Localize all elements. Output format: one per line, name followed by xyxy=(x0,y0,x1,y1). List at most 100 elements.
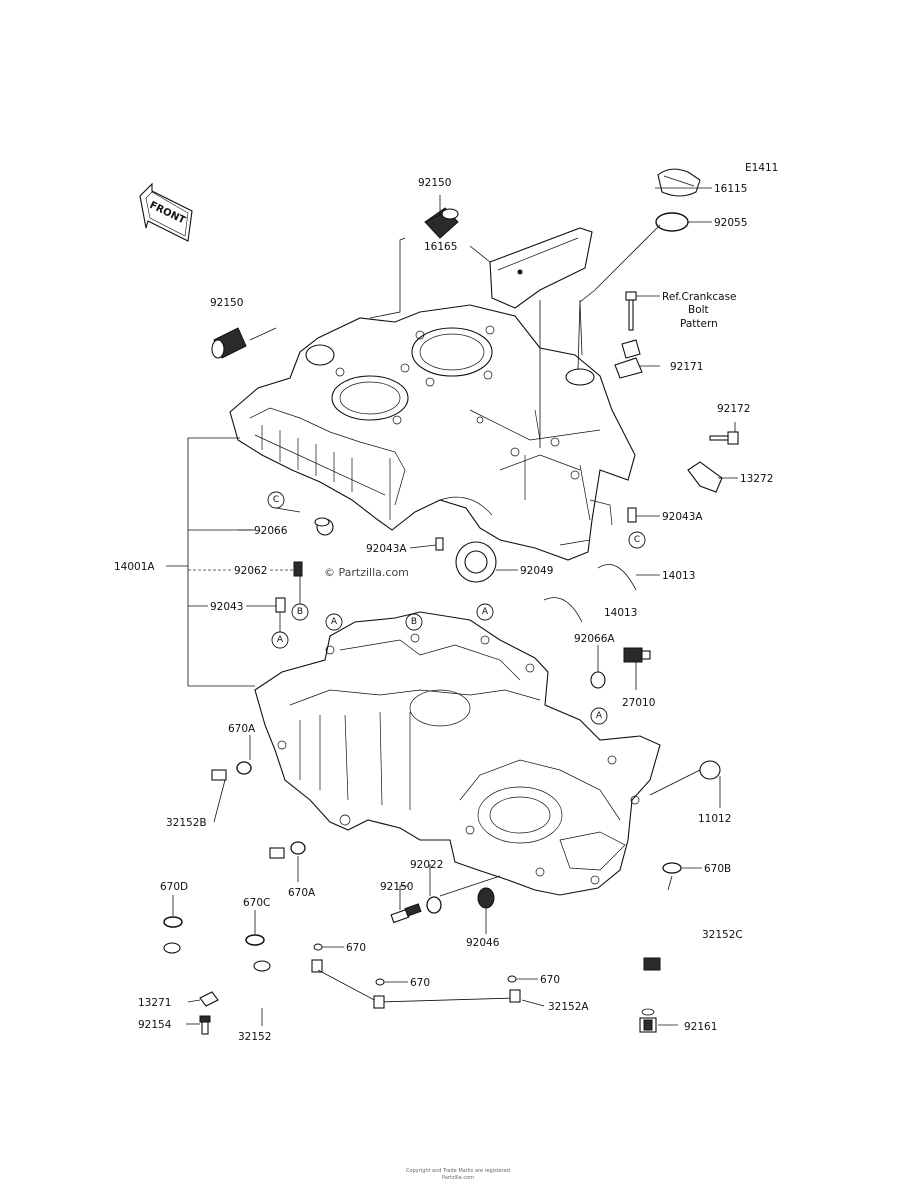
label-92043a-right: 92043A xyxy=(662,511,703,523)
plug-92066-icon xyxy=(314,517,334,536)
bolt-ref-icon xyxy=(625,291,637,331)
switch-27010-icon xyxy=(623,647,651,663)
callout-a-2: A xyxy=(476,603,494,621)
bearing-92046-icon xyxy=(477,887,495,909)
oring-670a-top-icon xyxy=(236,761,252,775)
svg-text:A: A xyxy=(277,635,284,645)
diagram-id: E1411 xyxy=(745,162,778,174)
oring-92055-icon xyxy=(655,212,689,232)
pipe-32152-icon xyxy=(163,942,271,1005)
plug-92161-icon xyxy=(639,1008,657,1033)
label-27010: 27010 xyxy=(622,697,655,709)
bolt-92172-icon xyxy=(709,431,739,445)
plug-92066a-icon xyxy=(590,671,606,689)
leader-lines xyxy=(166,187,738,1026)
washer-92022-icon xyxy=(426,896,442,914)
cap-11012-icon xyxy=(699,760,721,780)
label-670b: 670B xyxy=(704,863,731,875)
footer-line-2: Partzilla.com xyxy=(442,1175,474,1181)
label-92062: 92062 xyxy=(234,565,267,577)
callout-a-1: A xyxy=(325,613,343,631)
plate-13272-icon xyxy=(687,461,723,493)
pipe-32152a-icon xyxy=(311,959,521,1009)
label-670-a: 670 xyxy=(346,942,366,954)
label-92066: 92066 xyxy=(254,525,288,537)
watermark: © Partzilla.com xyxy=(324,566,409,579)
oring-670a-bot-icon xyxy=(290,841,306,855)
label-92154: 92154 xyxy=(138,1019,172,1031)
label-ref-crankcase: Ref.Crankcase xyxy=(662,291,737,303)
label-14001a: 14001A xyxy=(114,561,155,573)
label-92049: 92049 xyxy=(520,565,553,577)
label-14013-b: 14013 xyxy=(604,607,637,619)
label-92171: 92171 xyxy=(670,361,703,373)
callout-c-top: C xyxy=(267,491,285,509)
jet-92062-icon xyxy=(293,561,303,577)
label-670a-bot: 670A xyxy=(288,887,316,899)
label-670a-top: 670A xyxy=(228,723,256,735)
svg-text:B: B xyxy=(297,607,303,617)
label-13272: 13272 xyxy=(740,473,773,485)
lower-crankcase xyxy=(254,611,661,896)
label-13271: 13271 xyxy=(138,997,171,1009)
label-92161: 92161 xyxy=(684,1021,717,1033)
oil-seal-92049-icon xyxy=(455,541,497,583)
label-92055: 92055 xyxy=(714,217,747,229)
label-14013-a: 14013 xyxy=(662,570,695,582)
label-670-b: 670 xyxy=(410,977,430,989)
callout-b-mid: B xyxy=(405,613,423,631)
plate-16165-icon xyxy=(489,227,593,309)
svg-text:C: C xyxy=(634,535,640,545)
dowel-92043a-right-icon xyxy=(627,507,637,523)
leader-callout-c xyxy=(275,507,301,513)
oring-670-b-icon xyxy=(375,978,385,986)
breather-92150-left-icon xyxy=(211,327,247,359)
label-92046: 92046 xyxy=(466,937,500,949)
half-ring-14013-b-icon xyxy=(543,597,583,623)
callout-c-right: C xyxy=(628,531,646,549)
clamp-13271-icon xyxy=(199,991,219,1007)
label-32152c: 32152C xyxy=(702,929,743,941)
part-labels: 92150 16115 92055 16165 92150 Ref.Crankc… xyxy=(114,177,773,1043)
callout-a-left: A xyxy=(271,631,289,649)
breather-92150-top-icon xyxy=(424,207,459,239)
svg-text:C: C xyxy=(273,495,279,505)
label-32152a: 32152A xyxy=(548,1001,589,1013)
label-32152: 32152 xyxy=(238,1031,271,1043)
label-ref-pattern: Pattern xyxy=(680,318,718,330)
label-670c: 670C xyxy=(243,897,270,909)
label-92172: 92172 xyxy=(717,403,750,415)
footer-line-1: Copyright and Trade Marks are registered xyxy=(406,1168,510,1174)
label-92150-left: 92150 xyxy=(210,297,243,309)
label-92150-top: 92150 xyxy=(418,177,451,189)
upper-crankcase xyxy=(229,304,636,561)
front-arrow-icon: FRONT xyxy=(139,182,193,242)
label-92066a: 92066A xyxy=(574,633,615,645)
label-16115: 16115 xyxy=(714,183,747,195)
label-92043a-mid: 92043A xyxy=(366,543,407,555)
label-92150-bottom: 92150 xyxy=(380,881,413,893)
label-670-c: 670 xyxy=(540,974,560,986)
label-11012: 11012 xyxy=(698,813,731,825)
svg-text:A: A xyxy=(331,617,338,627)
oring-670c-icon xyxy=(245,934,265,946)
svg-text:A: A xyxy=(596,711,603,721)
label-670d: 670D xyxy=(160,881,188,893)
half-ring-14013-a-icon xyxy=(597,564,637,591)
clamp-92171-icon xyxy=(614,339,643,379)
oring-670b-icon xyxy=(662,862,682,874)
label-92022: 92022 xyxy=(410,859,443,871)
bolt-92154-icon xyxy=(199,1015,211,1035)
svg-text:A: A xyxy=(482,607,489,617)
svg-text:B: B xyxy=(411,617,417,627)
label-16165: 16165 xyxy=(424,241,457,253)
callout-a-3: A xyxy=(590,707,608,725)
pipe-32152c-icon xyxy=(643,892,671,971)
pipe-32152b-icon xyxy=(211,769,285,859)
oil-filler-cap-icon xyxy=(657,168,701,197)
label-32152b: 32152B xyxy=(166,817,207,829)
oring-670-a-icon xyxy=(313,943,323,951)
dowel-92043a-mid-icon xyxy=(435,537,444,551)
label-92043: 92043 xyxy=(210,601,243,613)
